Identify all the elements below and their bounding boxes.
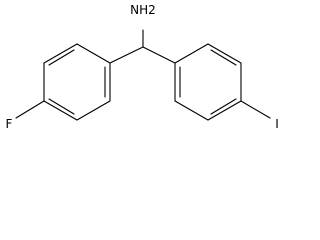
- right-ring-double-2: [210, 98, 237, 115]
- bond-c-ring-right: [142, 46, 176, 64]
- left-ring-bond-6: [76, 43, 111, 64]
- bond-c-i: [240, 100, 271, 119]
- bond-c-ring-left: [109, 46, 144, 64]
- fluorine-label: F: [6, 117, 13, 131]
- molecule-structure: NH2 F I: [6, 3, 279, 131]
- right-ring-bond-2: [207, 43, 242, 64]
- right-ring-double-1: [210, 49, 237, 66]
- right-ring-bond-1: [174, 43, 209, 64]
- left-ring-bond-2: [76, 100, 111, 121]
- bond-lines: [15, 29, 271, 121]
- left-ring-double-3: [48, 49, 75, 66]
- left-ring-bond-3: [43, 100, 78, 121]
- bond-c-f: [15, 100, 45, 119]
- left-ring-double-2: [48, 98, 75, 115]
- left-ring-bond-5: [43, 43, 78, 64]
- iodine-label: I: [275, 117, 279, 131]
- right-ring-bond-4: [207, 100, 242, 121]
- right-ring-bond-5: [174, 100, 209, 121]
- amine-label: NH2: [130, 3, 156, 17]
